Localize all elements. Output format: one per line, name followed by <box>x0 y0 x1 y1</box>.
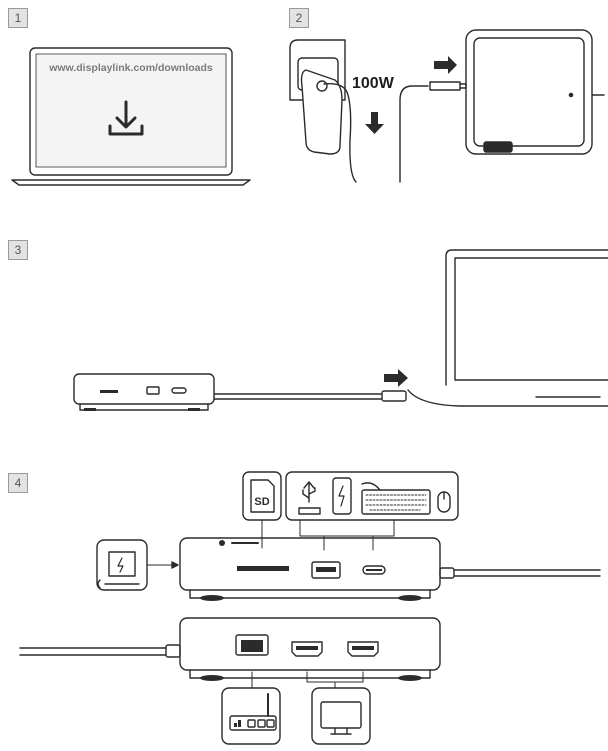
dock-step3 <box>73 373 215 411</box>
step-1-badge: 1 <box>8 8 28 28</box>
hdmi-port-icon <box>291 641 323 657</box>
power-rating-label: 100W <box>352 75 394 92</box>
phone-charging-icon <box>332 477 352 515</box>
plug-adapter <box>300 69 343 155</box>
power-adapter-brick <box>465 29 605 155</box>
step-4-badge: 4 <box>8 473 28 493</box>
monitor-icon-box <box>311 687 371 745</box>
dock-front-step4 <box>179 537 441 601</box>
keyboard-icon <box>361 482 431 515</box>
download-url: www.displaylink.com/downloads <box>49 62 213 74</box>
step-3-badge: 3 <box>8 240 28 260</box>
usb-icon <box>298 481 321 515</box>
usb-devices-icon-box <box>285 471 459 521</box>
dock-back-step4 <box>179 617 441 681</box>
mouse-icon <box>437 491 451 513</box>
power-adapter-icon-box <box>96 539 148 591</box>
step-2-badge: 2 <box>289 8 309 28</box>
ethernet-port-icon <box>235 634 269 656</box>
power-cable <box>323 83 357 183</box>
dock-cable-step4 <box>439 567 601 579</box>
hdmi-port-icon <box>347 641 379 657</box>
laptop-download-illustration <box>11 47 251 186</box>
right-arrow-step2 <box>434 56 457 74</box>
sd-card-label: SD <box>254 496 269 508</box>
dock-usb-cable <box>213 393 383 400</box>
plug-down-arrow <box>365 112 384 134</box>
usb-c-cable <box>399 85 429 183</box>
dock-cable-back <box>19 644 181 658</box>
right-arrow-step3 <box>384 369 408 387</box>
laptop-step3 <box>407 249 608 407</box>
wifi-router-icon-box <box>221 687 281 745</box>
download-arrow-icon <box>108 100 144 136</box>
